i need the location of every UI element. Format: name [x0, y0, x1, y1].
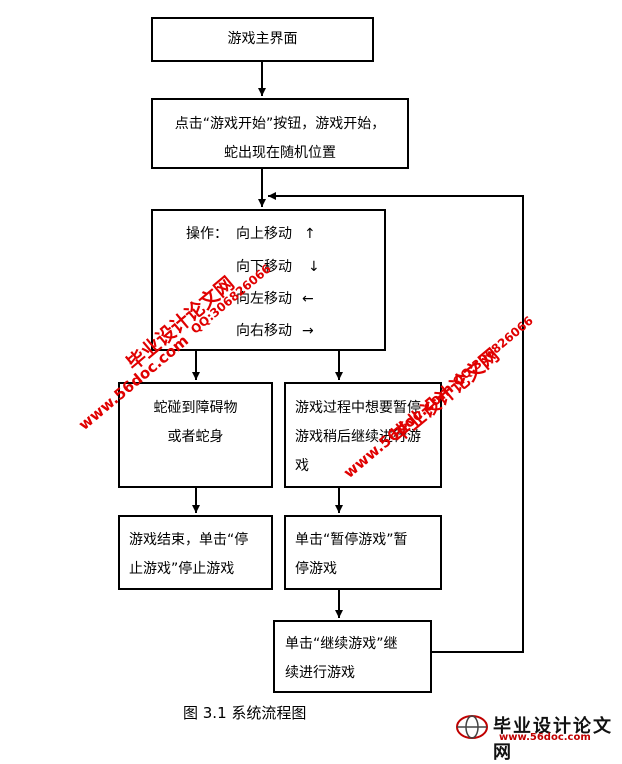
globe-icon — [456, 715, 488, 739]
op-down-label: 向下移动 — [236, 259, 292, 275]
node-game-start: 点击“游戏开始”按钮，游戏开始， 蛇出现在随机位置 — [151, 98, 409, 169]
op-right-label: 向右移动 — [236, 323, 292, 339]
loop-back-line — [268, 192, 524, 653]
node-pause-wish: 游戏过程中想要暂停 游戏稍后继续进行游 戏 — [284, 382, 442, 488]
node-resume: 单击“继续游戏”继 续进行游戏 — [273, 620, 432, 693]
node-pause-wish-line3: 戏 — [295, 458, 309, 474]
node-collision-line1: 蛇碰到障碍物 — [153, 400, 238, 416]
operation-label: 操作： — [186, 226, 228, 242]
up-arrow-icon: ↑ — [304, 226, 316, 242]
node-operations: 操作： 向上移动 ↑ 向下移动 ↓ 向左移动 ← 向右移动 → — [151, 209, 386, 351]
figure-caption: 图 3.1 系统流程图 — [183, 704, 307, 722]
node-main-screen-label: 游戏主界面 — [227, 31, 298, 47]
node-collision: 蛇碰到障碍物 或者蛇身 — [118, 382, 273, 488]
right-arrow-icon: → — [302, 323, 314, 339]
node-pause: 单击“暂停游戏”暂 停游戏 — [284, 515, 442, 590]
node-game-start-line2: 蛇出现在随机位置 — [224, 145, 336, 161]
node-pause-wish-line1: 游戏过程中想要暂停 — [295, 400, 421, 416]
site-logo: 毕业设计论文网 www.56doc.com — [455, 712, 617, 763]
node-pause-line2: 停游戏 — [295, 561, 337, 577]
left-arrow-icon: ← — [302, 291, 314, 307]
flowchart-connectors — [192, 62, 524, 653]
node-game-over-line2: 止游戏”停止游戏 — [129, 561, 235, 577]
node-resume-line1: 单击“继续游戏”继 — [285, 636, 398, 652]
node-main-screen: 游戏主界面 — [151, 17, 374, 62]
node-game-over-line1: 游戏结束，单击“停 — [129, 532, 249, 548]
node-game-over: 游戏结束，单击“停 止游戏”停止游戏 — [118, 515, 273, 590]
op-up-label: 向上移动 — [236, 226, 292, 242]
node-game-start-line1: 点击“游戏开始”按钮，游戏开始， — [174, 116, 386, 132]
op-left-label: 向左移动 — [236, 291, 292, 307]
logo-url: www.56doc.com — [499, 732, 591, 743]
down-arrow-icon: ↓ — [308, 259, 320, 275]
node-collision-line2: 或者蛇身 — [167, 429, 224, 445]
node-pause-line1: 单击“暂停游戏”暂 — [295, 532, 408, 548]
node-resume-line2: 续进行游戏 — [285, 665, 355, 681]
node-pause-wish-line2: 游戏稍后继续进行游 — [295, 429, 421, 445]
